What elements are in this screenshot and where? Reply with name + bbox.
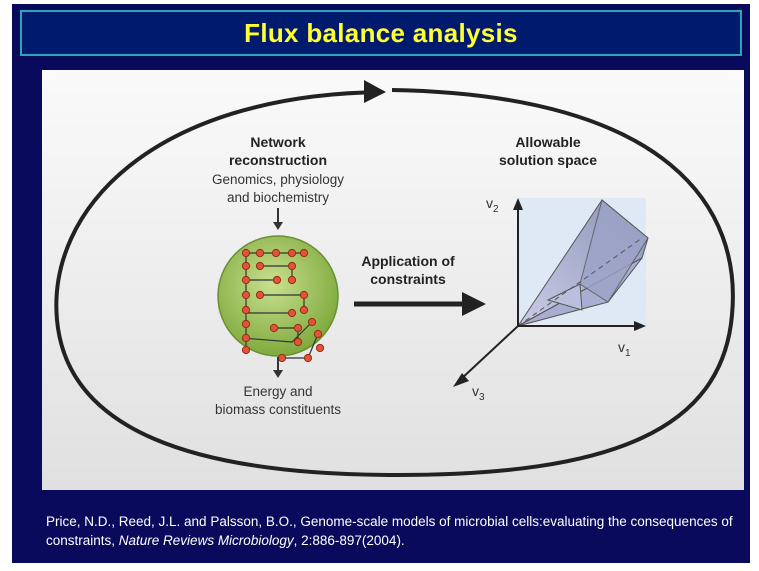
flux-balance-diagram: Network reconstruction Genomics, physiol…	[42, 70, 744, 490]
slide-title: Flux balance analysis	[244, 17, 518, 48]
axis-v2-label: v2	[486, 195, 499, 215]
constraints-arrow-head	[462, 292, 486, 316]
network-subtitle-line1: Genomics, physiology	[212, 172, 344, 187]
network-title-line2: reconstruction	[229, 152, 327, 168]
input-arrow-head	[273, 222, 283, 230]
network-nodes	[241, 248, 325, 363]
axis-v3-arrowhead	[453, 373, 469, 387]
axis-v1-label: v1	[618, 339, 631, 359]
constraints-line1: Application of	[361, 253, 455, 269]
constraints-line2: constraints	[370, 271, 446, 287]
network-subtitle-line2: and biochemistry	[227, 190, 329, 205]
citation-volume-pages: , 2:886-897(2004).	[293, 533, 405, 548]
network-title-line1: Network	[250, 134, 305, 150]
slide-background: Flux balance analysis Network reconstruc…	[12, 4, 750, 563]
citation-authors-title: Price, N.D., Reed, J.L. and Palsson, B.O…	[46, 514, 733, 548]
output-line2: biomass constituents	[215, 402, 341, 417]
citation: Price, N.D., Reed, J.L. and Palsson, B.O…	[46, 512, 746, 550]
axis-v2-arrowhead	[513, 198, 523, 210]
solution-title-line2: solution space	[499, 152, 597, 168]
solution-cone	[517, 199, 649, 327]
solution-title-line1: Allowable	[515, 134, 581, 150]
axis-v1-arrowhead	[634, 321, 646, 331]
axis-v3-line	[459, 325, 519, 381]
citation-journal: Nature Reviews Microbiology	[118, 533, 294, 548]
output-arrow-head	[273, 370, 283, 378]
axis-v3-label: v3	[472, 383, 485, 403]
cycle-arrowhead	[364, 80, 386, 103]
output-line1: Energy and	[243, 384, 312, 399]
cycle-loop	[54, 88, 735, 478]
title-bar: Flux balance analysis	[20, 10, 742, 56]
